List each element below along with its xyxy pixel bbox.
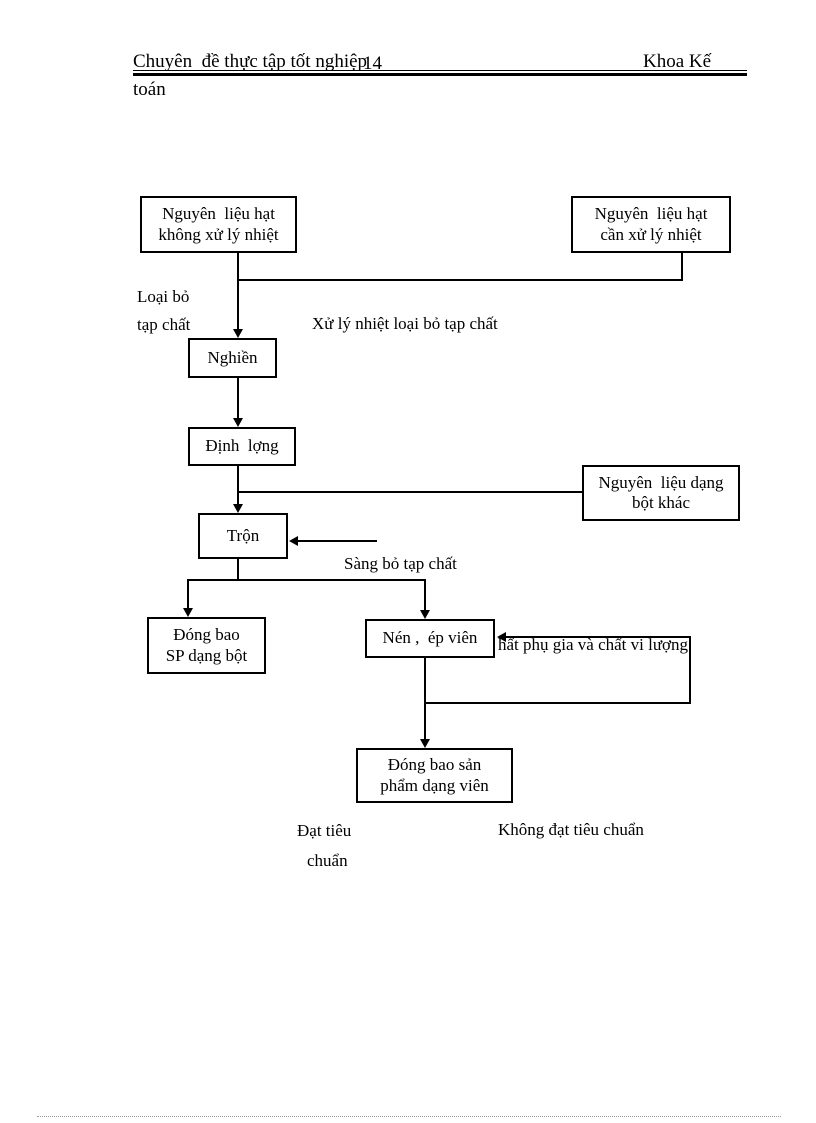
node-raw-heat: Nguyên liệu hạt cần xử lý nhiệt: [571, 196, 731, 253]
node-other-powder-line1: Nguyên liệu dạng: [598, 472, 724, 492]
node-pack-pellet-line2: phẩm dạng viên: [380, 775, 489, 795]
edge-press-packpellet-line: [424, 658, 426, 741]
edge-split-packpowder-line: [187, 579, 189, 611]
node-press: Nén , ép viên: [365, 619, 495, 658]
header-page-number: 14: [363, 53, 382, 74]
edge-split-horizontal-line: [187, 579, 426, 581]
node-raw-no-heat-line1: Nguyên liệu hạt: [162, 204, 275, 224]
edge-feedback-press-arrowhead: [497, 632, 506, 642]
edge-feedback-bottom-line: [424, 702, 691, 704]
node-grind: Nghiền: [188, 338, 277, 378]
edge-grind-dose-line: [237, 378, 239, 420]
node-pack-powder-line1: Đóng bao: [173, 625, 240, 645]
edge-rawnoheat-grind-line: [237, 253, 239, 331]
label-remove-impurity-line1: Loại bỏ: [137, 287, 190, 306]
node-mix: Trộn: [198, 513, 288, 559]
footer-dotted-rule: [37, 1116, 781, 1117]
label-remove-impurity-line2: tạp chất: [137, 315, 191, 334]
edge-feedback-right-line: [689, 636, 691, 704]
node-dose-label: Định lợng: [205, 436, 279, 456]
edge-otherpowder-join-line: [237, 491, 582, 493]
edge-dose-mix-line: [237, 466, 239, 506]
edge-sieve-mix-arrowhead: [289, 536, 298, 546]
node-pack-pellet: Đóng bao sản phẩm dạng viên: [356, 748, 513, 803]
edge-split-packpowder-arrowhead: [183, 608, 193, 617]
header-title-right: Khoa Kế: [643, 51, 712, 72]
label-heat-treatment: Xử lý nhiệt loại bỏ tạp chất: [312, 314, 498, 333]
edge-split-press-line: [424, 579, 426, 612]
edge-sieve-mix-line: [298, 540, 377, 542]
node-pack-powder-line2: SP dạng bột: [165, 645, 248, 665]
edge-mix-split-line: [237, 559, 239, 581]
label-pass-line2: chuẩn: [307, 851, 348, 870]
node-pack-pellet-line1: Đóng bao sản: [387, 755, 482, 775]
edge-feedback-top-line: [506, 636, 691, 638]
header-underline-thin: [133, 70, 747, 71]
node-other-powder-line2: bột khác: [631, 493, 691, 512]
header-title-wrap: toán: [133, 79, 166, 100]
node-other-powder: Nguyên liệu dạng bột khác: [582, 465, 740, 521]
node-dose: Định lợng: [188, 427, 296, 466]
node-grind-label: Nghiền: [207, 347, 258, 367]
label-additives: hất phụ gia và chất vi lượng: [498, 635, 689, 654]
node-mix-label: Trộn: [226, 525, 260, 545]
label-pass-line1: Đạt tiêu: [297, 821, 352, 840]
header-title-left: Chuyên đề thực tập tốt nghiệp: [133, 51, 368, 72]
node-raw-no-heat-line2: không xử lý nhiệt: [158, 224, 279, 244]
edge-split-press-arrowhead: [420, 610, 430, 619]
node-press-label: Nén , ép viên: [382, 628, 478, 648]
edge-rawheat-drop-line: [681, 253, 683, 281]
label-sieve: Sàng bỏ tạp chất: [344, 554, 457, 573]
node-raw-heat-line1: Nguyên liệu hạt: [594, 204, 708, 224]
node-pack-powder: Đóng bao SP dạng bột: [147, 617, 266, 674]
node-raw-heat-line2: cần xử lý nhiệt: [600, 224, 702, 244]
node-raw-no-heat: Nguyên liệu hạt không xử lý nhiệt: [140, 196, 297, 253]
label-fail: Không đạt tiêu chuẩn: [498, 820, 644, 839]
edge-press-packpellet-arrowhead: [420, 739, 430, 748]
edge-grind-dose-arrowhead: [233, 418, 243, 427]
edge-rawheat-join-line: [237, 279, 683, 281]
edge-rawnoheat-grind-arrowhead: [233, 329, 243, 338]
header-underline-thick: [133, 73, 747, 76]
edge-dose-mix-arrowhead: [233, 504, 243, 513]
